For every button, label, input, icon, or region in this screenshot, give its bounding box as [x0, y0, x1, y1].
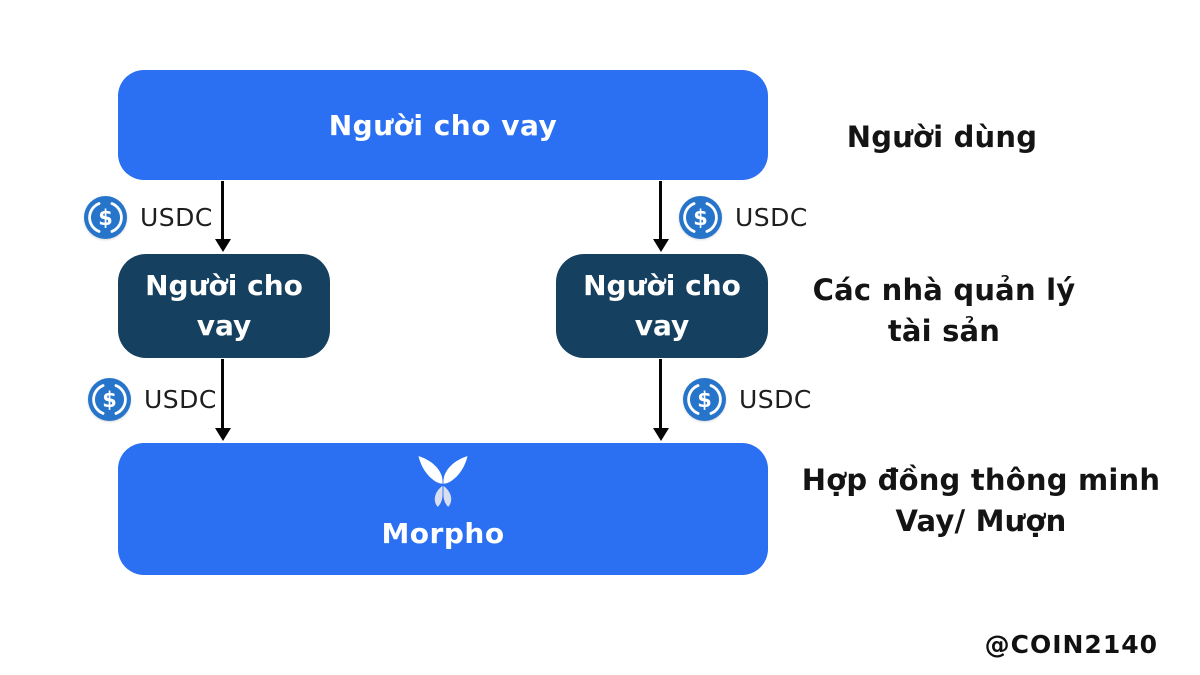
annotation-users-line1: Người dùng: [846, 120, 1038, 154]
usdc-coin-icon: $: [683, 378, 726, 421]
annotation-smart-contract: Hợp đồng thông minh Vay/ Mượn: [796, 460, 1166, 542]
usdc-label: USDC: [140, 203, 213, 232]
vault-box-label-line1: Người cho: [145, 269, 303, 302]
morpho-butterfly-icon: [418, 456, 468, 507]
usdc-flow-top-right: $ USDC: [679, 196, 808, 239]
arrow-lenders-to-vault-left: [221, 181, 224, 239]
protocol-name: Morpho: [381, 517, 505, 550]
watermark-handle: @COIN2140: [984, 630, 1158, 659]
vault-box-label-line2: vay: [634, 309, 690, 342]
usdc-coin-icon: $: [679, 196, 722, 239]
annotation-smart-contract-line1: Hợp đồng thông minh: [801, 463, 1161, 497]
vault-box-right: Người cho vay: [556, 254, 768, 358]
annotation-asset-managers-line2: tài sản: [887, 314, 1001, 348]
vault-box-label-line1: Người cho: [583, 269, 741, 302]
svg-text:$: $: [693, 206, 708, 230]
usdc-flow-top-left: $ USDC: [84, 196, 213, 239]
arrow-lenders-to-vault-right: [659, 181, 662, 239]
lenders-box-label: Người cho vay: [328, 108, 558, 142]
arrow-vault-left-to-protocol: [221, 359, 224, 428]
usdc-label: USDC: [735, 203, 808, 232]
annotation-smart-contract-line2: Vay/ Mượn: [895, 504, 1067, 538]
annotation-asset-managers-line1: Các nhà quản lý: [812, 273, 1076, 307]
usdc-flow-bottom-right: $ USDC: [683, 378, 812, 421]
svg-text:$: $: [697, 388, 712, 412]
vault-box-left: Người cho vay: [118, 254, 330, 358]
usdc-coin-icon: $: [84, 196, 127, 239]
vault-box-label-line2: vay: [196, 309, 252, 342]
arrow-vault-right-to-protocol: [659, 359, 662, 428]
svg-text:$: $: [102, 388, 117, 412]
usdc-coin-icon: $: [88, 378, 131, 421]
annotation-users: Người dùng: [792, 117, 1092, 158]
usdc-label: USDC: [144, 385, 217, 414]
usdc-label: USDC: [739, 385, 812, 414]
lenders-box: Người cho vay: [118, 70, 768, 180]
annotation-asset-managers: Các nhà quản lý tài sản: [794, 270, 1094, 352]
protocol-box-morpho: Morpho: [118, 443, 768, 575]
usdc-flow-bottom-left: $ USDC: [88, 378, 217, 421]
svg-text:$: $: [98, 206, 113, 230]
